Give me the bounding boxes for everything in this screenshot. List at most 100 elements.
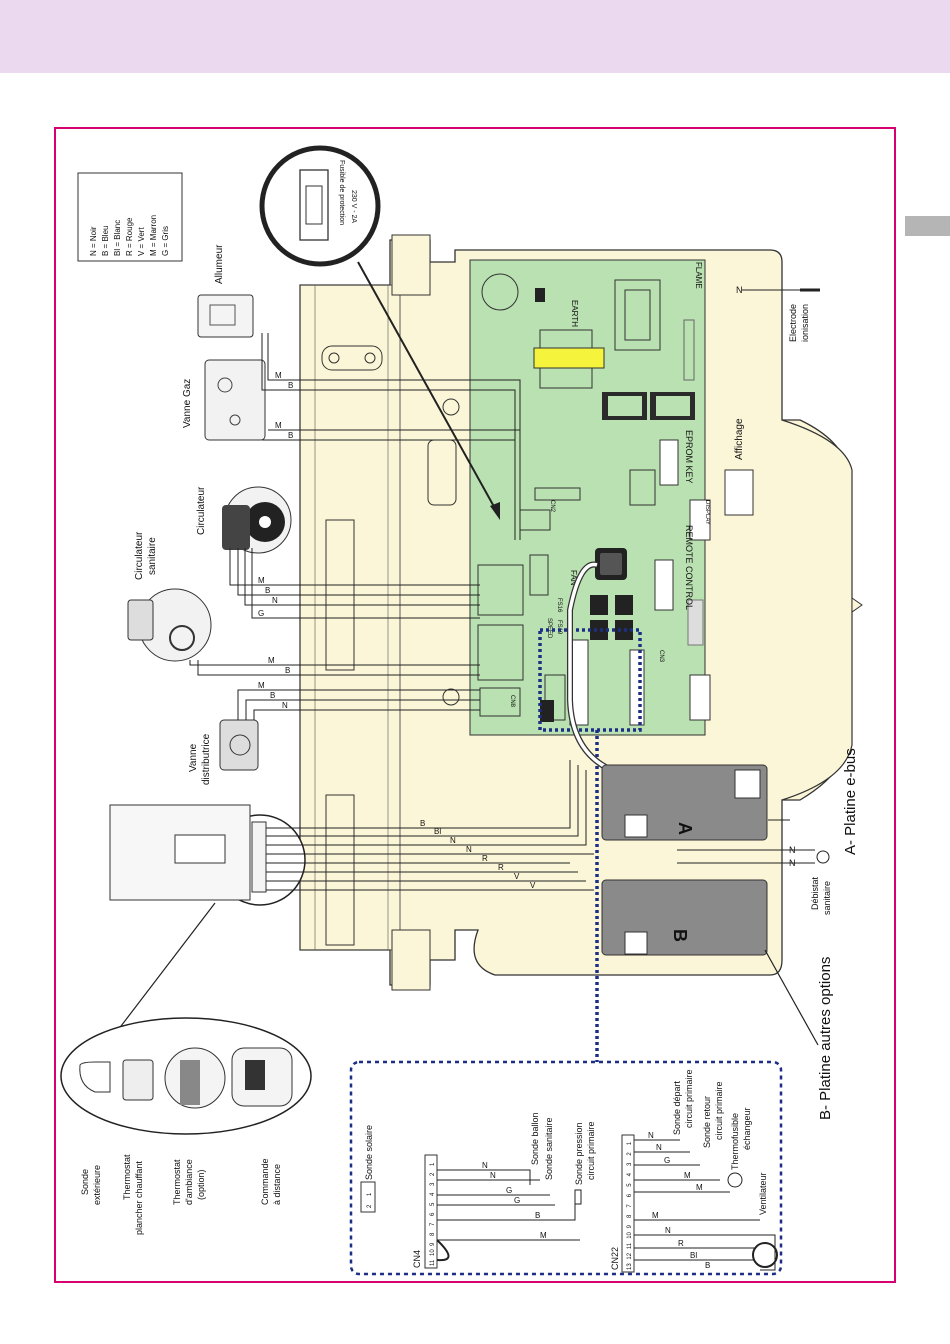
circ-sanitaire-label-2: sanitaire — [147, 537, 158, 575]
sonde-pression-1: Sonde pression — [574, 1122, 584, 1185]
cn22-pin-6: 6 — [627, 1193, 633, 1197]
sonde-retour-2: circuit primaire — [714, 1081, 724, 1140]
sonde-retour-1: Sonde retour — [702, 1096, 712, 1148]
cn22-pin-9: 9 — [627, 1224, 633, 1228]
platine-b-letter: B — [670, 929, 690, 942]
cn4-pin-7: 7 — [430, 1222, 436, 1226]
platine-a-label: A- Platine e-bus — [842, 748, 859, 855]
earth-label: EARTH — [570, 300, 579, 327]
cn3-board-label: CN3 — [658, 650, 664, 663]
platine-b: B — [601, 879, 768, 956]
cn22-pin-3: 3 — [627, 1162, 633, 1166]
circulateur-sanitaire: Circulateur sanitaire — [127, 531, 212, 662]
cn22-wire-9: Bl — [690, 1251, 697, 1260]
diagram-frame — [54, 127, 896, 1283]
thermostat-plancher-1: Thermostat — [122, 1154, 132, 1200]
fs19-label: FS19 — [556, 620, 562, 635]
component-wires — [189, 333, 521, 720]
circ-sanitaire-label-1: Circulateur — [134, 531, 145, 580]
debistat-label-1: Débistat — [810, 876, 820, 910]
cn22-wire-6: M — [652, 1211, 659, 1220]
header-band — [0, 0, 950, 73]
circ-wire-g: G — [258, 609, 264, 618]
cn22-wire-5: M — [696, 1183, 703, 1192]
platine-a-letter: A — [675, 822, 695, 835]
terminal-wires — [266, 760, 594, 891]
cn22-pin-12: 12 — [627, 1252, 633, 1259]
platine-a: A — [601, 764, 768, 841]
terminal-wire-labels: B Bl N N R R V V — [420, 819, 536, 890]
control-board — [469, 259, 754, 736]
electrode-ionisation: Electrode ionisation N — [736, 285, 820, 342]
cn4-wire-1: N — [482, 1161, 488, 1170]
cn22-wire-8: R — [678, 1239, 684, 1248]
component-wire-labels: M B M B M B N G M B M B N — [258, 371, 293, 710]
thermostat-plancher-2: plancher chauffant — [134, 1161, 144, 1235]
term-wire-6: R — [498, 863, 504, 872]
legend-vert: V = Vert — [137, 227, 146, 256]
vdist-wire-m: M — [258, 681, 265, 690]
cn22-pin-8: 8 — [627, 1214, 633, 1218]
cn22-pin-1: 1 — [627, 1141, 633, 1145]
thermofusible-1: Thermofusible — [730, 1113, 740, 1170]
ventilateur-label: Ventilateur — [758, 1172, 768, 1215]
vanne-distributrice: Vanne distributrice — [188, 719, 259, 785]
solaire-pin-2: 2 — [367, 1204, 373, 1208]
circ-wire-n: N — [272, 596, 278, 605]
cn4-pin-3: 3 — [430, 1182, 436, 1186]
vanne-gaz-label: Vanne Gaz — [182, 379, 193, 428]
display-label: DISPLAY — [704, 500, 710, 525]
fuse-text-line2: 230 V - 2A — [350, 190, 357, 223]
cn4-wire-4: G — [514, 1196, 520, 1205]
vanne-dist-label-1: Vanne — [188, 743, 199, 772]
options-box: Sonde solaire CN4 CN22 Sonde ballo — [349, 1060, 783, 1276]
sonde-pression-2: circuit primaire — [586, 1121, 596, 1180]
cn22-pin-13: 13 — [627, 1263, 633, 1270]
electrode-label-2: ionisation — [800, 304, 810, 342]
platine-b-label: B- Platine autres options — [817, 957, 834, 1120]
ambiance-2: d'ambiance — [184, 1159, 194, 1205]
cn4-wire-2: N — [490, 1171, 496, 1180]
options-connector-highlight — [538, 628, 642, 732]
cn22-wire-2: N — [656, 1143, 662, 1152]
debistat-sanitaire: N N Débistat sanitaire — [677, 845, 832, 915]
sonde-ext-2: extérieure — [92, 1165, 102, 1205]
section-tab — [905, 216, 950, 236]
remote-control-label: REMOTE CONTROL — [684, 525, 694, 610]
fs16-label: FS16 — [556, 598, 562, 613]
circulateur-label: Circulateur — [196, 486, 207, 535]
cn4-wire-5: B — [535, 1211, 540, 1220]
term-wire-7: V — [514, 872, 520, 881]
cn4-label: CN4 — [412, 1250, 422, 1268]
cn4-pin-6: 6 — [430, 1212, 436, 1216]
circ-san-wire-m: M — [268, 656, 275, 665]
terminal-block — [109, 804, 306, 1031]
allumeur-wire-b: B — [288, 381, 293, 390]
cn22-label: CN22 — [610, 1247, 620, 1270]
vanne-gaz-wire-b: B — [288, 431, 293, 440]
cn22-pin-5: 5 — [627, 1183, 633, 1187]
color-legend: N = Noir B = Bleu Bl = Blanc R = Rouge V… — [77, 172, 183, 262]
cn22-wire-3: G — [664, 1156, 670, 1165]
cn22-pin-7: 7 — [627, 1204, 633, 1208]
flame-label: FLAME — [694, 262, 703, 289]
legend-rouge: R = Rouge — [125, 217, 134, 256]
cn4-wire-6: M — [540, 1231, 547, 1240]
fuse-text-line1: Fusible de protection — [338, 160, 345, 225]
circulateur: Circulateur — [196, 486, 292, 554]
electrode-label-1: Electrode — [788, 304, 798, 342]
fuse-callout: Fusible de protection 230 V - 2A — [259, 145, 500, 520]
accessories-ellipse — [60, 1017, 312, 1135]
sonde-solaire-label: Sonde solaire — [364, 1125, 374, 1180]
cn22-pin-4: 4 — [627, 1172, 633, 1176]
sonde-ext-1: Sonde — [80, 1169, 90, 1195]
vdist-wire-b: B — [270, 691, 275, 700]
fan-label: FAN — [569, 570, 578, 586]
vanne-gaz-wire-m: M — [275, 421, 282, 430]
term-wire-4: N — [466, 845, 472, 854]
cn4-pin-4: 4 — [430, 1192, 436, 1196]
allumeur-wire-m: M — [275, 371, 282, 380]
cn22-pin-10: 10 — [627, 1231, 633, 1238]
debistat-wire-1: N — [789, 845, 796, 855]
ambiance-3: (option) — [196, 1169, 206, 1200]
